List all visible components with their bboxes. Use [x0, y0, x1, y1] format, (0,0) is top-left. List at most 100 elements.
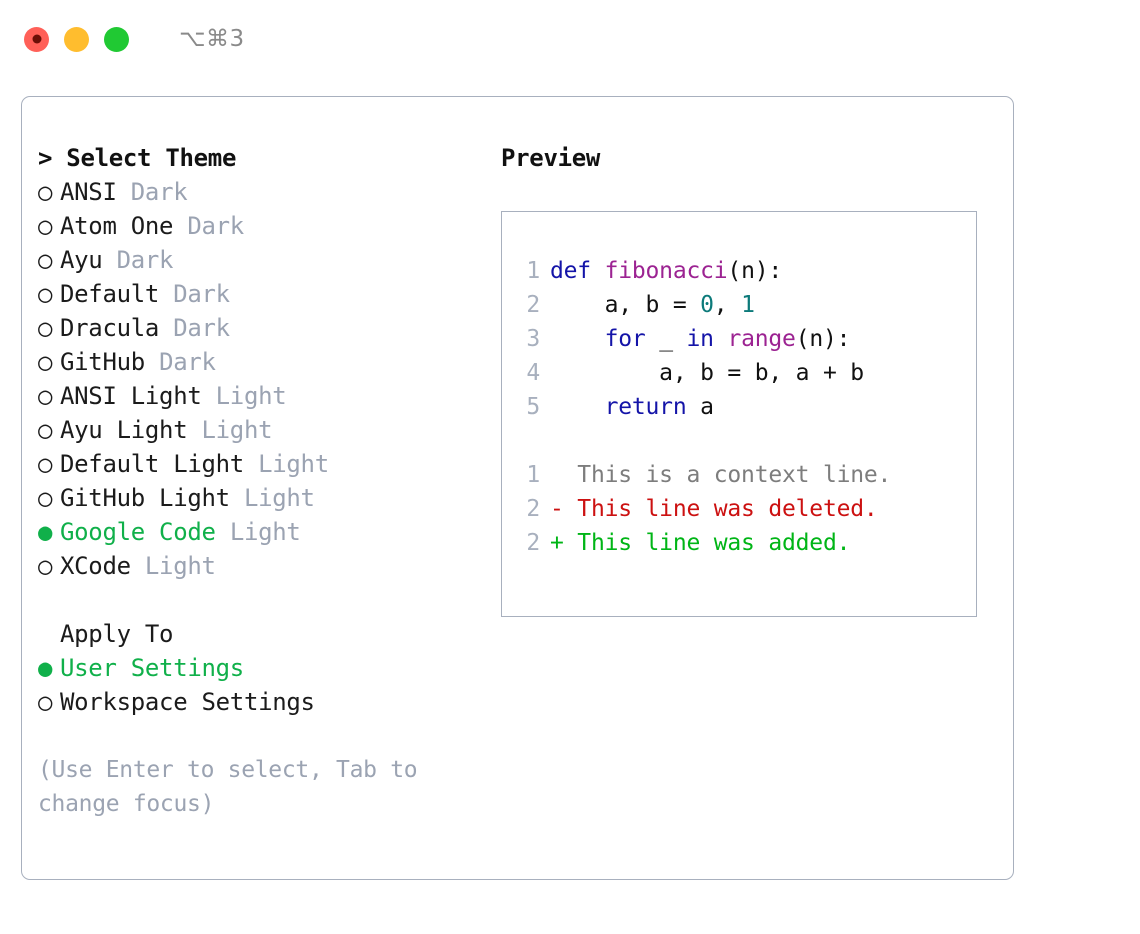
code-token-kw: in — [686, 326, 714, 352]
code-token-plain — [550, 326, 605, 352]
theme-option-label: ANSI Light — [60, 382, 202, 410]
theme-option-label: Atom One — [60, 212, 174, 240]
theme-option-ayu-light[interactable]: ○Ayu Light Light — [38, 413, 468, 447]
theme-option-atom-one[interactable]: ○Atom One Dark — [38, 209, 468, 243]
radio-unselected-icon: ○ — [38, 484, 53, 512]
theme-variant-badge: Light — [243, 484, 315, 512]
theme-variant-badge: Dark — [173, 280, 230, 308]
line-number: 2 — [526, 530, 540, 556]
label-badge-spacer — [159, 277, 173, 311]
theme-option-label: Dracula — [60, 314, 160, 342]
apply-to-option-label: User Settings — [60, 654, 244, 682]
label-badge-spacer — [173, 209, 187, 243]
theme-variant-badge: Light — [144, 552, 216, 580]
code-line-content: return a — [550, 390, 714, 424]
diff-line-ctx: 1 This is a context line. — [502, 458, 976, 492]
select-theme-header: > Select Theme — [38, 144, 237, 172]
code-line-content: for _ in range(n): — [550, 322, 851, 356]
diff-line-content: This is a context line. — [550, 462, 892, 488]
radio-unselected-icon: ○ — [38, 416, 53, 444]
close-button[interactable] — [24, 26, 49, 52]
apply-to-header: Apply To — [60, 620, 174, 648]
apply-to-option-label: Workspace Settings — [60, 688, 315, 716]
apply-to-option-user-settings[interactable]: ●User Settings — [38, 651, 468, 685]
theme-option-list: ○ANSI Dark○Atom One Dark○Ayu Dark○Defaul… — [38, 175, 468, 583]
radio-unselected-icon: ○ — [38, 552, 53, 580]
section-spacer — [38, 583, 468, 617]
code-line: 5 return a — [502, 390, 976, 424]
theme-option-default[interactable]: ○Default Dark — [38, 277, 468, 311]
label-badge-spacer — [187, 413, 201, 447]
theme-option-label: ANSI — [60, 178, 117, 206]
apply-to-option-workspace-settings[interactable]: ○Workspace Settings — [38, 685, 468, 719]
code-token-num: 1 — [741, 292, 755, 318]
diff-line-add: 2+ This line was added. — [502, 526, 976, 560]
code-diff-spacer — [502, 424, 976, 458]
code-line-content: a, b = 0, 1 — [550, 288, 755, 322]
radio-selected-icon: ● — [38, 518, 53, 546]
theme-option-default-light[interactable]: ○Default Light Light — [38, 447, 468, 481]
label-badge-spacer — [244, 447, 258, 481]
theme-option-label: GitHub — [60, 348, 145, 376]
code-line: 4 a, b = b, a + b — [502, 356, 976, 390]
theme-option-github-light[interactable]: ○GitHub Light Light — [38, 481, 468, 515]
line-number: 4 — [526, 360, 540, 386]
code-token-plain — [550, 394, 605, 420]
code-token-plain: , — [713, 292, 742, 318]
theme-option-google-code[interactable]: ●Google Code Light — [38, 515, 468, 549]
code-line-content: def fibonacci(n): — [550, 254, 782, 288]
keyboard-shortcut-label: ⌥⌘3 — [179, 26, 245, 52]
label-badge-spacer — [131, 549, 145, 583]
theme-option-label: Ayu — [60, 246, 103, 274]
keyboard-hint-text: (Use Enter to select, Tab to change focu… — [38, 757, 418, 817]
radio-unselected-icon: ○ — [38, 212, 53, 240]
radio-unselected-icon: ○ — [38, 246, 53, 274]
title-bar: ⌥⌘3 — [0, 0, 1140, 78]
diff-line-content: - This line was deleted. — [550, 496, 878, 522]
main-panel: > Select Theme ○ANSI Dark○Atom One Dark○… — [21, 96, 1014, 880]
theme-option-label: Google Code — [60, 518, 216, 546]
theme-option-ansi[interactable]: ○ANSI Dark — [38, 175, 468, 209]
label-badge-spacer — [145, 345, 159, 379]
line-number: 5 — [526, 394, 540, 420]
minimize-button[interactable] — [64, 26, 89, 52]
theme-option-label: Default Light — [60, 450, 244, 478]
apply-to-option-list: ●User Settings○Workspace Settings — [38, 651, 468, 719]
radio-unselected-icon: ○ — [38, 314, 53, 342]
code-line-content: a, b = b, a + b — [550, 356, 864, 390]
label-badge-spacer — [216, 515, 230, 549]
maximize-button[interactable] — [104, 26, 129, 52]
theme-option-ayu[interactable]: ○Ayu Dark — [38, 243, 468, 277]
diff-sample: 1 This is a context line. 2 - This line wa… — [502, 458, 976, 560]
line-number: 3 — [526, 326, 540, 352]
radio-unselected-icon: ○ — [38, 280, 53, 308]
line-number: 2 — [526, 496, 540, 522]
code-token-plain: (n): — [727, 258, 783, 284]
theme-variant-badge: Light — [215, 382, 287, 410]
radio-unselected-icon: ○ — [38, 348, 53, 376]
theme-option-github[interactable]: ○GitHub Dark — [38, 345, 468, 379]
code-line: 2 a, b = 0, 1 — [502, 288, 976, 322]
theme-variant-badge: Dark — [130, 178, 188, 206]
code-token-fn: range — [727, 326, 796, 352]
theme-option-xcode[interactable]: ○XCode Light — [38, 549, 468, 583]
theme-option-ansi-light[interactable]: ○ANSI Light Light — [38, 379, 468, 413]
theme-variant-badge: Light — [201, 416, 273, 444]
label-badge-spacer — [202, 379, 216, 413]
theme-variant-badge: Light — [229, 518, 301, 546]
code-token-kw: for — [604, 326, 646, 352]
label-badge-spacer — [159, 311, 173, 345]
theme-option-label: XCode — [60, 552, 131, 580]
preview-title: Preview — [501, 144, 601, 172]
code-token-plain: a, b = — [550, 292, 701, 318]
code-token-kw: return — [604, 394, 687, 420]
theme-selector-column: > Select Theme ○ANSI Dark○Atom One Dark○… — [38, 141, 468, 821]
code-line: 3 for _ in range(n): — [502, 322, 976, 356]
diff-line-del: 2 - This line was deleted. — [502, 492, 976, 526]
theme-variant-badge: Light — [258, 450, 329, 478]
code-token-plain: a, b = b, a + b — [550, 360, 864, 386]
theme-option-dracula[interactable]: ○Dracula Dark — [38, 311, 468, 345]
